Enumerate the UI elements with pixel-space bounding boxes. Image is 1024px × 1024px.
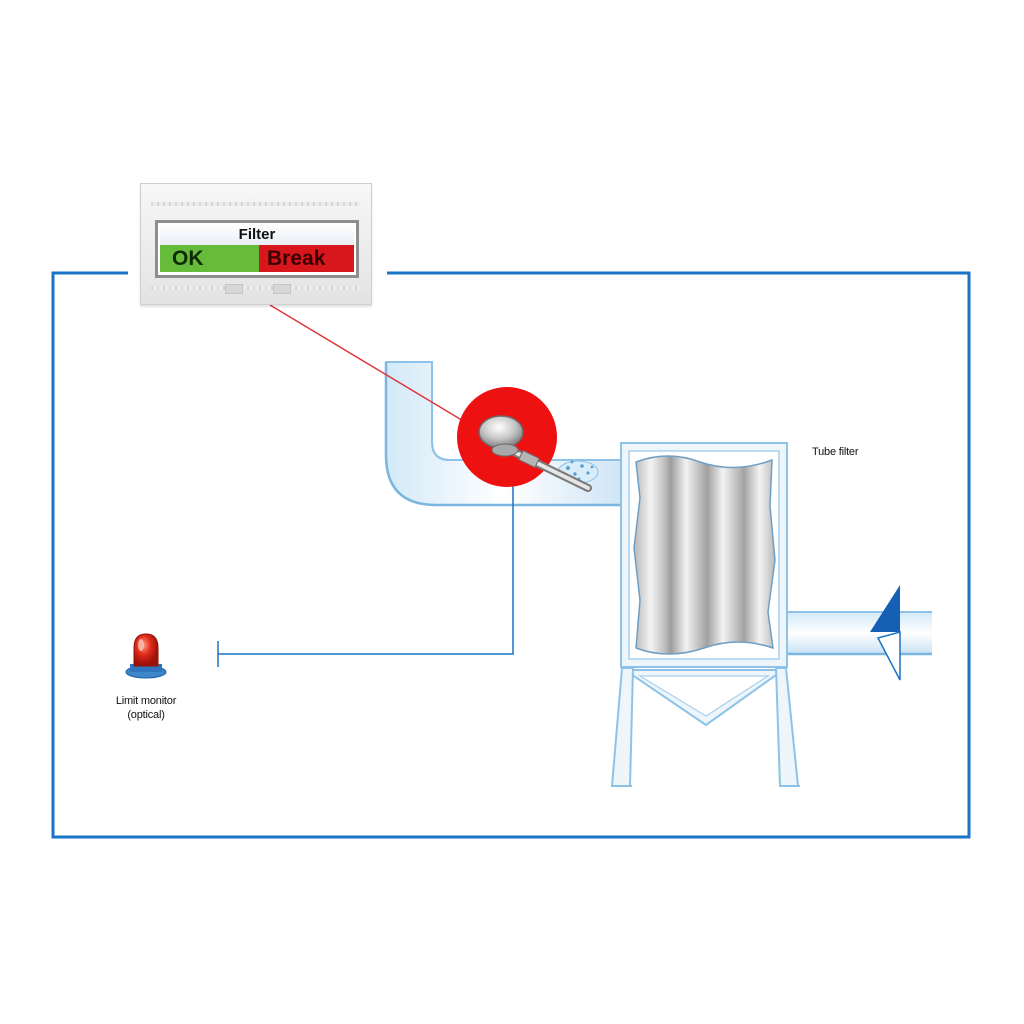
display-nub-right [273, 284, 291, 294]
display-bottom-rail [151, 286, 361, 290]
display-top-rail [151, 202, 361, 206]
system-boundary-frame [51, 271, 971, 839]
outlet-pipe [786, 611, 932, 656]
signal-line [269, 304, 471, 426]
status-ok: OK [160, 245, 259, 272]
filter-display-screen: Filter OK Break [155, 220, 359, 278]
display-status-cells: OK Break [160, 245, 354, 272]
display-title: Filter [160, 225, 354, 245]
tube-filter-label: Tube filter [812, 446, 859, 458]
warning-beacon-icon [125, 633, 167, 679]
display-nub-left [225, 284, 243, 294]
status-break: Break [259, 245, 354, 272]
dust-sensor-icon [457, 387, 592, 492]
monitor-signal-line [217, 440, 514, 667]
flow-arrow-icon [870, 585, 901, 681]
limit-monitor-label-line1: Limit monitor [115, 695, 177, 707]
limit-monitor-label-line2: (optical) [127, 709, 165, 721]
filter-bags [633, 455, 776, 655]
limit-monitor-label: Limit monitor (optical) [96, 694, 196, 722]
tube-filter [610, 442, 800, 787]
filter-display-unit: Filter OK Break [140, 183, 372, 305]
